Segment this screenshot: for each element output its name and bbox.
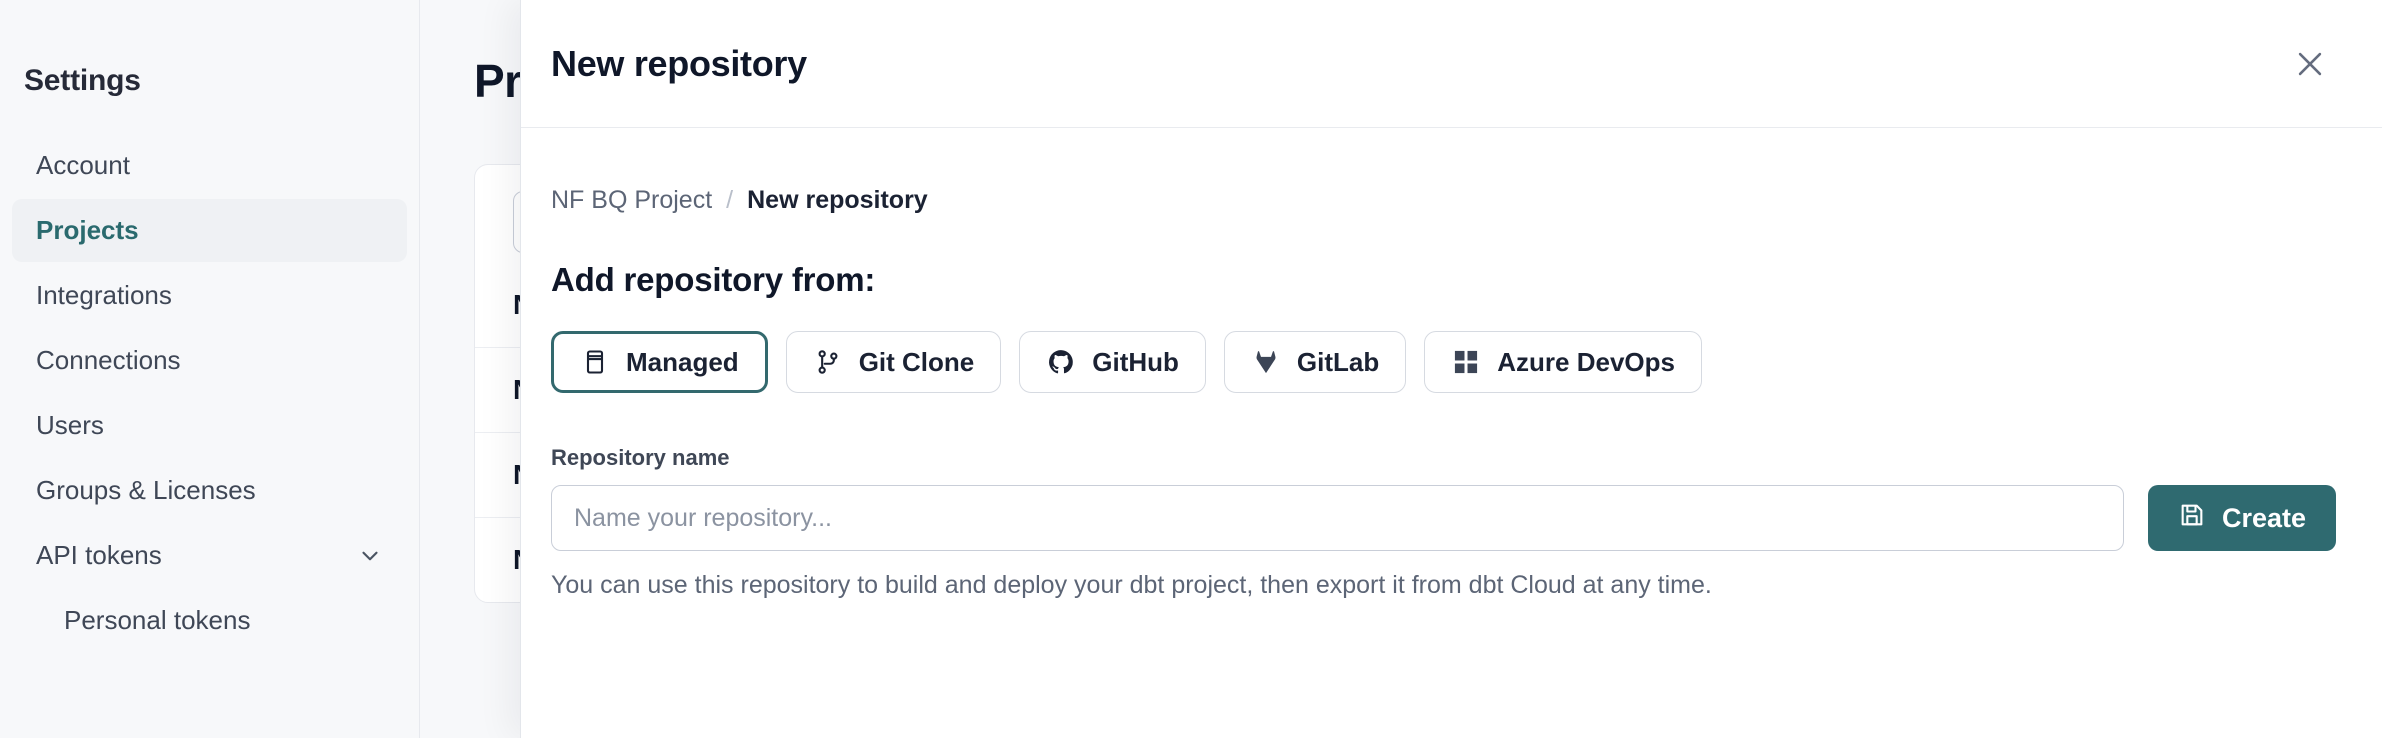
add-repository-heading: Add repository from:: [551, 261, 876, 298]
panel-body: NF BQ Project / New repository Add repos…: [521, 128, 2382, 738]
breadcrumb: NF BQ Project / New repository: [551, 186, 2336, 215]
repository-name-group: Repository name Create: [551, 445, 2336, 600]
sidebar-item-personal-tokens[interactable]: Personal tokens: [64, 605, 251, 635]
repository-source-label: Git Clone: [858, 346, 975, 377]
repository-name-input[interactable]: [551, 485, 2124, 551]
sidebar-item-projects[interactable]: Projects: [12, 199, 407, 262]
sidebar-item-api-tokens[interactable]: API tokens: [12, 524, 407, 587]
repository-source-gitlab[interactable]: GitLab: [1223, 331, 1407, 393]
repository-source-git-clone[interactable]: Git Clone: [785, 331, 1002, 393]
gitlab-icon: [1251, 347, 1281, 377]
sidebar-item-users[interactable]: Users: [36, 410, 104, 440]
save-icon: [2178, 501, 2206, 536]
sidebar-title: Settings: [24, 64, 141, 97]
sidebar-item-account[interactable]: Account: [36, 150, 130, 180]
chevron-down-icon: [357, 543, 383, 569]
repository-source-managed[interactable]: Managed: [551, 331, 768, 393]
database-icon: [580, 347, 610, 377]
repository-source-label: GitHub: [1092, 346, 1179, 377]
azure-devops-icon: [1451, 347, 1481, 377]
repository-source-tabs: Managed Git Clone GitHub GitLab Azure DevOps: [551, 331, 2336, 393]
repository-name-label: Repository name: [551, 445, 730, 470]
panel-title: New repository: [551, 42, 807, 84]
breadcrumb-separator: /: [726, 186, 734, 214]
repository-source-azure-devops[interactable]: Azure DevOps: [1424, 331, 1702, 393]
new-repository-panel: New repository NF BQ Project / New repos…: [520, 0, 2382, 738]
breadcrumb-current: New repository: [747, 186, 928, 214]
panel-header: New repository: [521, 0, 2382, 128]
repository-source-label: GitLab: [1296, 346, 1380, 377]
repository-source-label: Azure DevOps: [1497, 346, 1675, 377]
git-branch-icon: [813, 347, 843, 377]
sidebar-item-label: API tokens: [36, 540, 162, 570]
repository-source-github[interactable]: GitHub: [1019, 331, 1206, 393]
close-icon[interactable]: [2284, 38, 2336, 90]
create-button[interactable]: Create: [2147, 485, 2336, 551]
sidebar-item-integrations[interactable]: Integrations: [36, 280, 172, 310]
repository-helper-text: You can use this repository to build and…: [551, 571, 1712, 599]
repository-name-row: Create: [551, 485, 2336, 551]
sidebar-item-connections[interactable]: Connections: [36, 345, 181, 375]
github-icon: [1046, 347, 1076, 377]
sidebar-item-groups-licenses[interactable]: Groups & Licenses: [36, 475, 256, 505]
repository-source-label: Managed: [626, 346, 739, 377]
create-button-label: Create: [2221, 502, 2306, 533]
breadcrumb-parent[interactable]: NF BQ Project: [551, 186, 713, 214]
